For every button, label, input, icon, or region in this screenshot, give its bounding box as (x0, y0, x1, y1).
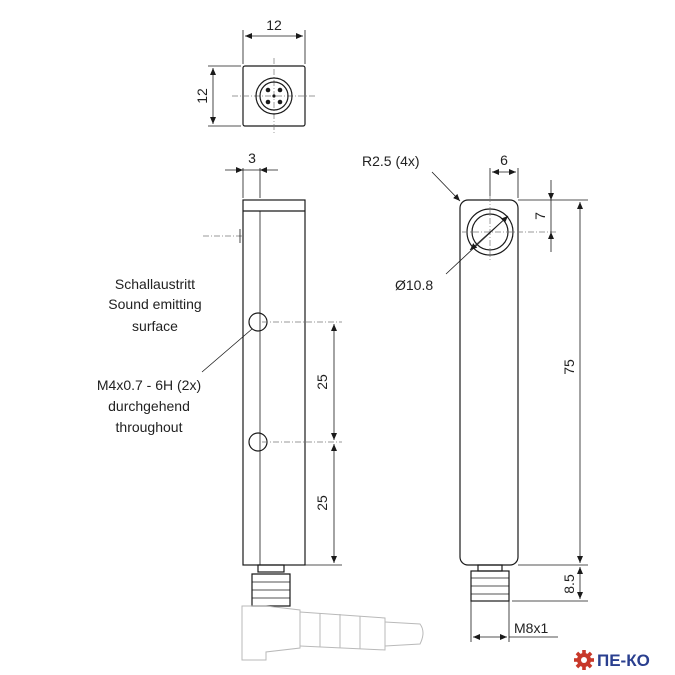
dim-connector-length: 8.5 (561, 574, 577, 594)
thread-leader (201, 328, 253, 373)
connector-pin-2 (277, 87, 283, 93)
side-view-body (242, 199, 306, 566)
connector-pin-3 (265, 99, 271, 105)
connector-pin-center (272, 94, 276, 98)
connector-thread-label: M8x1 (514, 620, 548, 636)
side-connector-nut (257, 564, 285, 573)
dim-hole-spacing-2: 25 (314, 495, 330, 511)
front-connector (470, 564, 510, 602)
logo-text: ПЕ-КО (597, 651, 650, 670)
connector-pin-4 (277, 99, 283, 105)
dim-body-length: 75 (561, 359, 577, 375)
hole-diameter-label: Ø10.8 (395, 277, 433, 293)
thread-label-line3: throughout (116, 419, 183, 435)
sound-label-line3: surface (132, 318, 178, 334)
dim-hole-spacing-1: 25 (314, 374, 330, 390)
side-connector (241, 564, 424, 661)
front-view: 6 7 75 8.5 (431, 152, 588, 642)
sound-label-line2: Sound emitting (108, 296, 201, 312)
cable-sleeve-ghost (299, 611, 386, 651)
company-logo: ПЕ-КО (574, 650, 650, 670)
cable-end-ghost (384, 621, 424, 647)
dim-top-height: 12 (194, 88, 210, 104)
dim-side-offset: 3 (248, 150, 256, 166)
corner-radius-label: R2.5 (4x) (362, 153, 420, 169)
dim-front-top-offset: 7 (532, 212, 548, 220)
annotations: Schallaustritt Sound emitting surface M4… (97, 153, 549, 636)
gear-icon (574, 650, 594, 670)
thread-label-line2: durchgehend (108, 398, 190, 414)
dim-front-hole-offset: 6 (500, 152, 508, 168)
side-view: 3 25 25 (201, 150, 424, 661)
radius-leader (431, 171, 461, 202)
dim-top-width: 12 (266, 17, 282, 33)
top-view: 12 12 (194, 17, 316, 134)
front-connector-nut (477, 564, 503, 572)
side-connector-body (251, 573, 291, 607)
connector-outer-ring (255, 77, 293, 115)
thread-label-line1: M4x0.7 - 6H (2x) (97, 377, 201, 393)
cable-plug-ghost (241, 605, 301, 661)
connector-inner-ring (259, 81, 289, 111)
sound-label-line1: Schallaustritt (115, 276, 195, 292)
connector-pin-1 (265, 87, 271, 93)
